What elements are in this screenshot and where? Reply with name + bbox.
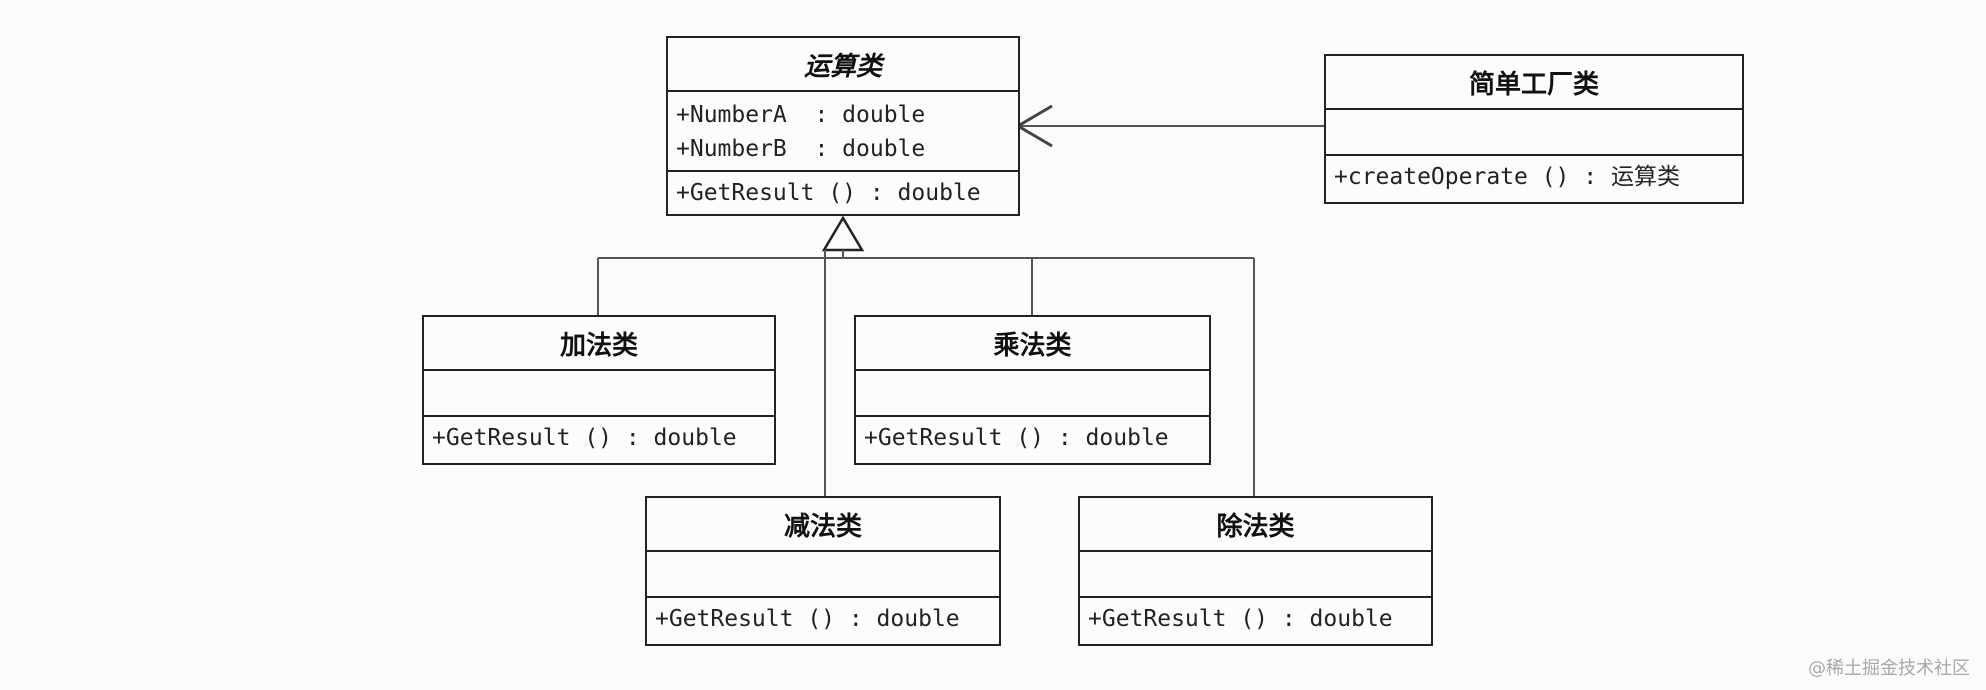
attribute-section bbox=[1326, 110, 1742, 156]
method-section: +GetResult () : double bbox=[424, 417, 774, 459]
method: +GetResult () : double bbox=[432, 425, 737, 451]
class-multiply[interactable]: 乘法类 +GetResult () : double bbox=[854, 315, 1211, 465]
class-name: 除法类 bbox=[1080, 498, 1431, 552]
class-operation[interactable]: 运算类 +NumberA : double +NumberB : double … bbox=[666, 36, 1020, 216]
method-section: +GetResult () : double bbox=[856, 417, 1209, 459]
method-section: +GetResult () : double bbox=[647, 598, 999, 640]
method-section: +GetResult () : double bbox=[1080, 598, 1431, 640]
class-name: 简单工厂类 bbox=[1326, 56, 1742, 110]
method: +GetResult () : double bbox=[676, 180, 981, 206]
class-name: 减法类 bbox=[647, 498, 999, 552]
attribute-section bbox=[647, 552, 999, 598]
class-name: 加法类 bbox=[424, 317, 774, 371]
class-name: 乘法类 bbox=[856, 317, 1209, 371]
attribute-section: +NumberA : double +NumberB : double bbox=[668, 92, 1018, 172]
method: +GetResult () : double bbox=[655, 606, 960, 632]
method-section: +GetResult () : double bbox=[668, 172, 1018, 214]
method: +GetResult () : double bbox=[1088, 606, 1393, 632]
class-subtract[interactable]: 减法类 +GetResult () : double bbox=[645, 496, 1001, 646]
class-name: 运算类 bbox=[668, 38, 1018, 92]
method: +createOperate () : 运算类 bbox=[1334, 164, 1680, 190]
attribute: +NumberB : double bbox=[676, 136, 926, 162]
class-add[interactable]: 加法类 +GetResult () : double bbox=[422, 315, 776, 465]
method: +GetResult () : double bbox=[864, 425, 1169, 451]
method-section: +createOperate () : 运算类 bbox=[1326, 156, 1742, 198]
attribute-section bbox=[424, 371, 774, 417]
class-simple-factory[interactable]: 简单工厂类 +createOperate () : 运算类 bbox=[1324, 54, 1744, 204]
attribute-section bbox=[856, 371, 1209, 417]
attribute: +NumberA : double bbox=[676, 102, 926, 128]
generalization-triangle bbox=[821, 215, 865, 252]
attribute-section bbox=[1080, 552, 1431, 598]
watermark-text: @稀土掘金技术社区 bbox=[1808, 658, 1970, 679]
class-divide[interactable]: 除法类 +GetResult () : double bbox=[1078, 496, 1433, 646]
